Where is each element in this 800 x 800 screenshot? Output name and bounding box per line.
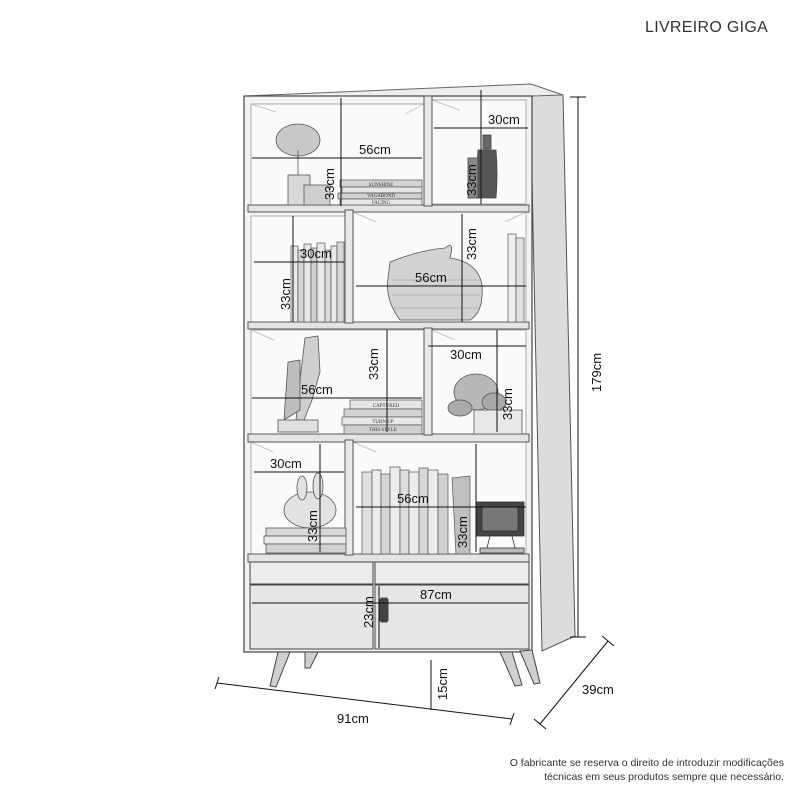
disclaimer-note: O fabricante se reserva o direito de int… — [478, 756, 784, 784]
dim-label-drawer-width: 87cm — [420, 587, 452, 602]
book-spine-title: TURN UP — [372, 420, 393, 425]
dim-label-niche-width-3: 56cm — [415, 270, 447, 285]
book-spine-title: VAGABOND — [367, 194, 395, 199]
door-left — [249, 584, 374, 650]
dim-label-niche-width-5: 30cm — [450, 347, 482, 362]
book-spine-title: FACING — [372, 201, 391, 206]
book-spine-title: SUNSHINE — [369, 183, 394, 188]
dim-label-niche-width-4: 30cm — [300, 246, 332, 261]
dim-label-total-height: 179cm — [589, 353, 604, 392]
lower-cabinet — [249, 561, 530, 650]
book-spine-title: THIS STYLE — [369, 428, 397, 433]
drawer-left — [249, 561, 374, 585]
dim-label-niche-width-1: 56cm — [359, 142, 391, 157]
basket-decor — [387, 245, 483, 321]
drawer-right — [374, 561, 530, 585]
dim-label-niche-width-2: 30cm — [488, 112, 520, 127]
dim-label-niche-width-6: 56cm — [301, 382, 333, 397]
plant-decor — [275, 123, 331, 206]
books-row2-right — [507, 233, 525, 323]
book-spine-title: CAPTURED — [373, 404, 400, 409]
dim-label-drawer-height: 23cm — [361, 596, 376, 628]
books-row2 — [290, 241, 345, 323]
potted-plant-decor — [447, 373, 523, 435]
picture-frame-decor — [475, 501, 525, 554]
dim-label-feet-height: 15cm — [435, 668, 450, 700]
dim-label-niche-height-5: 33cm — [366, 348, 381, 380]
legs — [269, 649, 541, 688]
dim-label-niche-height-4: 33cm — [278, 278, 293, 310]
product-title: LIVREIRO GIGA — [645, 19, 769, 36]
dividers — [344, 95, 433, 556]
dim-label-niche-width-7: 30cm — [270, 456, 302, 471]
dim-label-niche-height-6: 33cm — [500, 388, 515, 420]
door-right — [374, 584, 530, 650]
disclaimer-line-2: técnicas em seus produtos sempre que nec… — [544, 771, 784, 783]
dim-label-niche-width-8: 56cm — [397, 491, 429, 506]
niche-perspective — [250, 99, 527, 453]
dim-label-niche-height-1: 33cm — [322, 168, 337, 200]
bookcase-side-panel — [529, 83, 576, 652]
dim-label-niche-height-3: 33cm — [464, 228, 479, 260]
vase-decor — [467, 134, 498, 199]
dim-label-niche-height-7: 33cm — [305, 510, 320, 542]
book-stack-top — [337, 179, 423, 206]
books-bottom — [361, 466, 471, 555]
dim-label-total-depth: 39cm — [582, 682, 614, 697]
dim-label-niche-height-2: 33cm — [464, 164, 479, 196]
sculpture-decor — [277, 335, 321, 433]
book-stack-row3 — [341, 399, 423, 435]
dimension-lines — [214, 90, 615, 730]
disclaimer-line-1: O fabricante se reserva o direito de int… — [509, 757, 784, 769]
dim-label-niche-height-8: 33cm — [455, 516, 470, 548]
door-handle — [379, 597, 389, 623]
dim-label-total-width: 91cm — [337, 711, 369, 726]
rabbit-sculpture-decor — [263, 472, 347, 554]
